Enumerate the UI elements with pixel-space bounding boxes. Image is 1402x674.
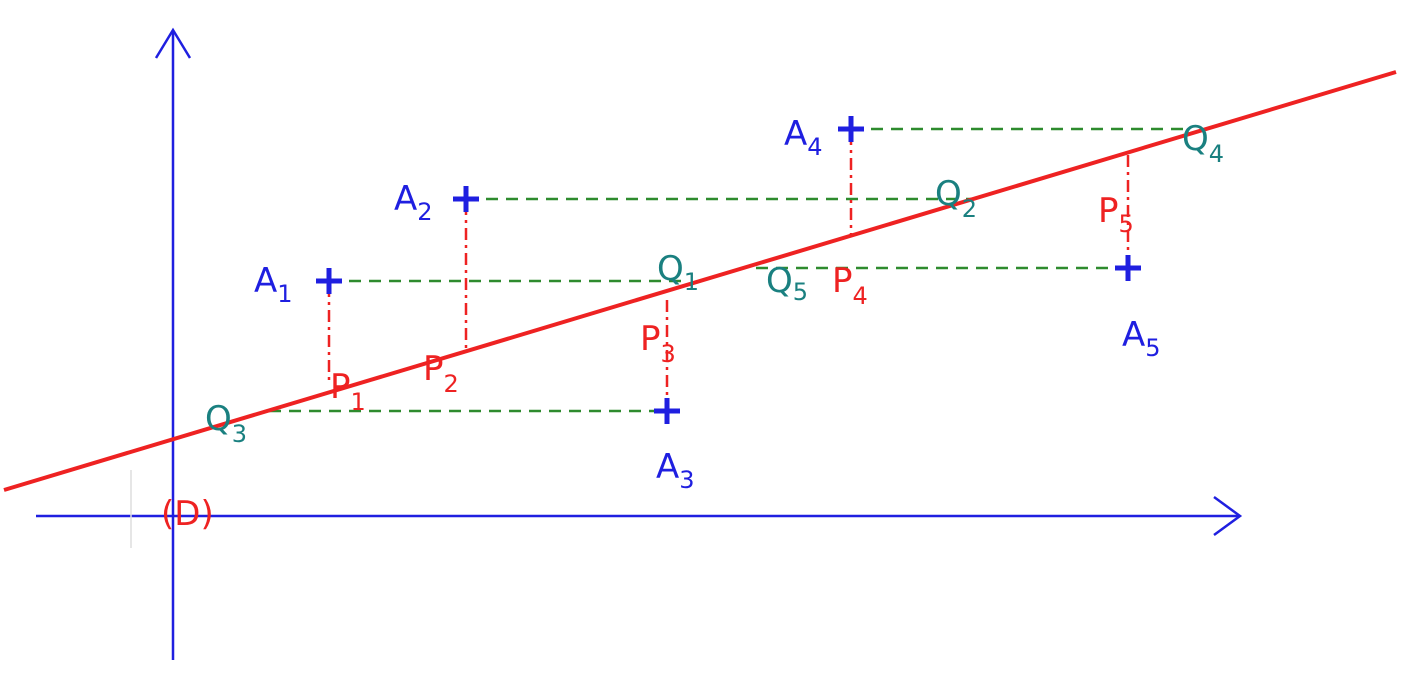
point-a4-marker — [838, 116, 864, 142]
label-a3: A3 — [656, 447, 695, 494]
point-a2-marker — [453, 186, 479, 212]
label-a5: A5 — [1122, 315, 1161, 362]
label-a2: A2 — [394, 179, 433, 226]
q-labels: Q1 Q2 Q3 Q4 Q5 — [205, 119, 1224, 448]
label-p2: P2 — [423, 349, 459, 398]
label-p3: P3 — [640, 319, 676, 368]
p-labels: P1 P2 P3 P4 P5 — [330, 191, 1134, 416]
a-labels: A1 A2 A3 A4 A5 — [254, 114, 1161, 494]
label-p1: P1 — [330, 367, 366, 416]
label-q5: Q5 — [766, 261, 808, 306]
point-a1-marker — [316, 268, 342, 294]
regression-line-d — [3, 70, 1397, 492]
label-q3: Q3 — [205, 399, 247, 448]
label-q4: Q4 — [1182, 119, 1224, 168]
line-label-d: (D) — [161, 494, 214, 534]
axes — [36, 27, 1243, 660]
label-p5: P5 — [1098, 191, 1134, 238]
point-a3-marker — [654, 398, 680, 424]
horizontal-guides — [269, 127, 1186, 413]
label-p4: P4 — [832, 261, 868, 310]
point-a5-marker — [1115, 255, 1141, 281]
y-axis-arrowhead — [154, 27, 192, 59]
label-a1: A1 — [254, 261, 293, 308]
label-q1: Q1 — [657, 249, 699, 296]
label-a4: A4 — [784, 114, 823, 161]
vertical-projections — [327, 133, 1130, 408]
x-axis-arrowhead — [1213, 495, 1243, 537]
label-q2: Q2 — [935, 174, 977, 223]
point-markers — [316, 116, 1141, 424]
